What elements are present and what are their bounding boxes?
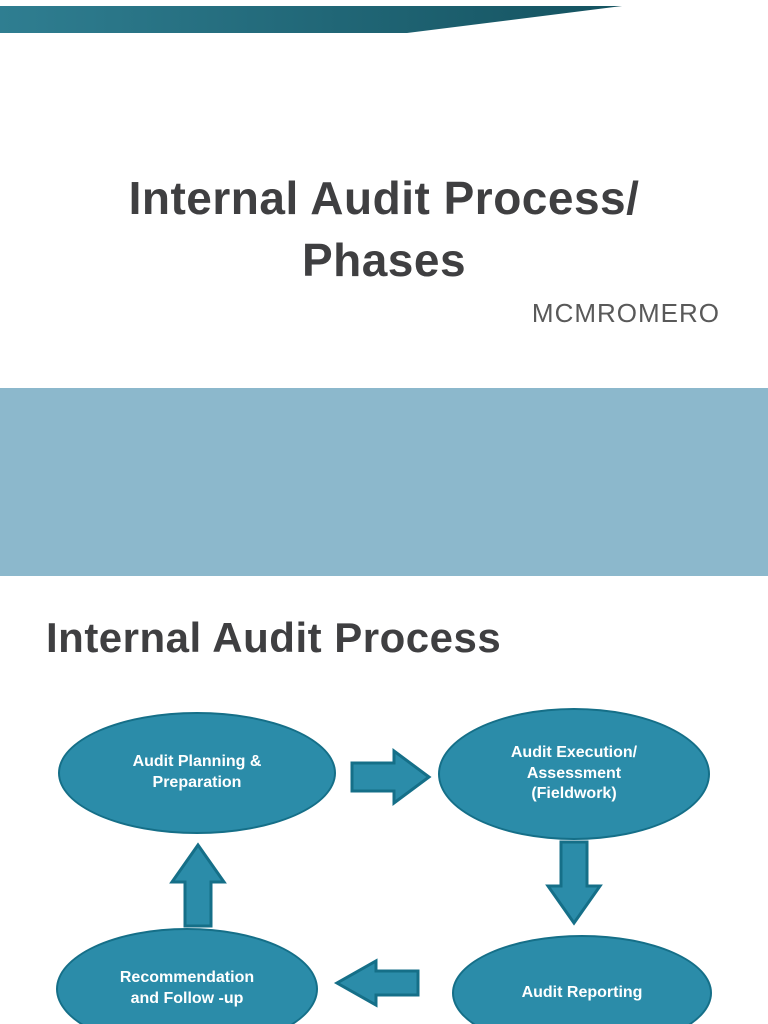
decor-rule-line xyxy=(0,388,768,576)
top-accent-bar xyxy=(0,6,623,33)
process-cycle-diagram: Audit Planning & Preparation Audit Execu… xyxy=(0,576,768,1024)
node-recommendation-followup: Recommendation and Follow -up xyxy=(56,928,318,1024)
slide1-subtitle: MCMROMERO xyxy=(531,298,720,328)
node-audit-execution: Audit Execution/ Assessment (Fieldwork) xyxy=(438,708,710,840)
slide1-title-line2: Phases xyxy=(301,233,467,286)
arrow-down-icon xyxy=(545,840,603,926)
node-label: Audit Planning & Preparation xyxy=(132,753,262,791)
node-label: Audit Reporting xyxy=(521,983,643,1001)
arrow-right-icon xyxy=(350,748,432,806)
node-audit-planning: Audit Planning & Preparation xyxy=(58,712,336,834)
node-label: Audit Execution/ Assessment (Fieldwork) xyxy=(510,743,638,803)
arrow-left-icon xyxy=(333,958,420,1008)
decor-band xyxy=(0,388,768,576)
slide1-title-line1: Internal Audit Process/ xyxy=(128,172,640,224)
node-audit-reporting: Audit Reporting xyxy=(452,935,712,1024)
slide1-title: Internal Audit Process/ Phases xyxy=(0,168,768,291)
slide-title: Internal Audit Process/ Phases MCMROMERO xyxy=(0,6,768,576)
arrow-up-icon xyxy=(169,842,227,928)
slide-process-diagram: Internal Audit Process Audit Planning & … xyxy=(0,576,768,1024)
node-label: Recommendation and Follow -up xyxy=(119,969,255,1007)
slide2-title: Internal Audit Process xyxy=(46,614,502,661)
